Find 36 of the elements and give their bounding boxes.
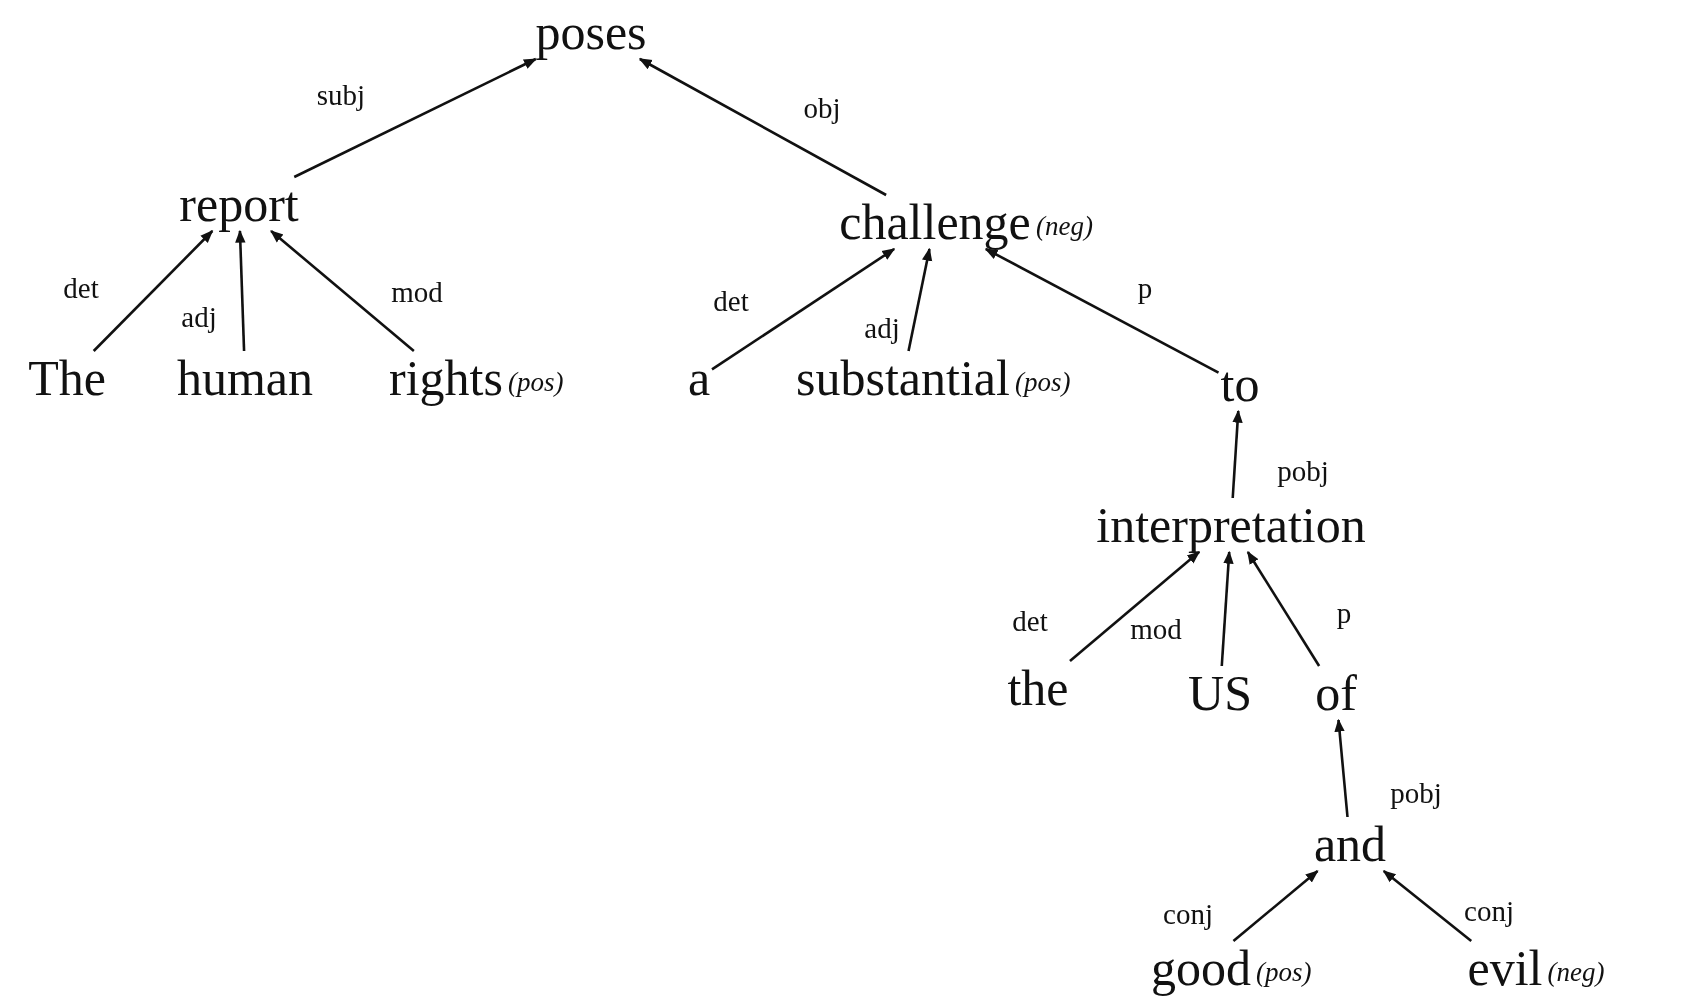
word: substantial [794,351,1012,405]
word: evil [1465,941,1545,995]
arrow [293,57,537,179]
arrow [235,229,246,352]
arrow [711,247,896,371]
arrow [638,57,887,197]
word: and [1311,817,1389,871]
word: poses [533,5,649,59]
word: the [1005,661,1071,715]
arrow [270,230,415,352]
word: challenge [837,195,1033,249]
arrow [1334,718,1349,818]
arrow [92,230,214,352]
arrow [1231,409,1243,499]
arrow [1232,870,1319,942]
arrow [1382,870,1473,942]
arrow [907,247,933,352]
sentiment-tag: (neg) [1547,958,1605,986]
arrow [1069,551,1200,662]
arrow [1220,550,1234,667]
sentiment-tag: (pos) [508,368,564,396]
word: US [1186,666,1254,720]
sentiment-tag: (pos) [1015,368,1071,396]
word: interpretation [1094,498,1368,552]
word: The [26,351,108,405]
sentiment-tag: (pos) [1256,958,1312,986]
word: good [1149,941,1253,995]
word: a [685,351,713,405]
sentiment-tag: (neg) [1036,212,1093,240]
word: human [174,351,316,405]
word: to [1218,357,1262,411]
word: report [177,177,301,231]
word: rights [387,351,505,405]
word: of [1313,666,1359,720]
arrow [1246,550,1321,667]
arrow [984,247,1220,374]
